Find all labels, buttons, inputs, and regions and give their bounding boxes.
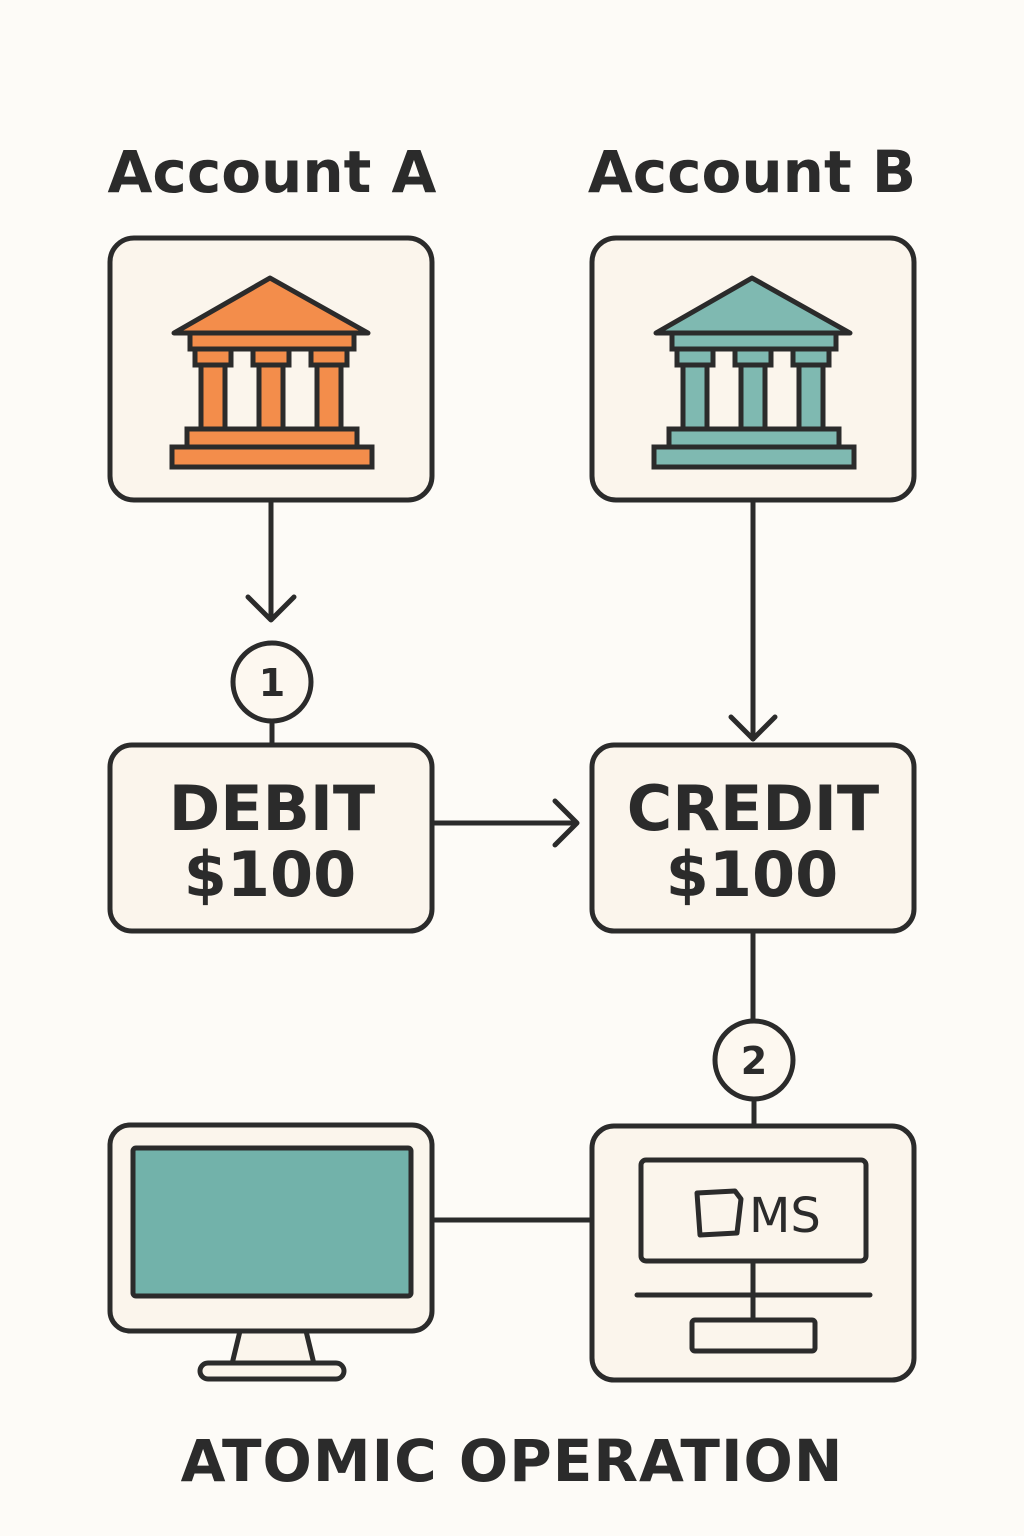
debit-node: DEBIT $100	[107, 742, 435, 934]
step-2-badge: 2	[712, 1018, 796, 1102]
debit-label: DEBIT	[169, 772, 375, 845]
step-1-badge: 1	[230, 640, 314, 724]
account-a-title: Account A	[108, 138, 437, 206]
bank-icon	[651, 275, 857, 470]
account-b-node	[589, 235, 917, 503]
step-2-label: 2	[741, 1039, 767, 1083]
account-a-to-step-1-arrow	[245, 497, 297, 623]
monitor-screen	[130, 1145, 414, 1299]
server-terminal-icon: MS	[589, 1123, 917, 1383]
account-a-node	[107, 235, 435, 503]
credit-amount: $100	[666, 838, 839, 911]
bank-icon	[169, 275, 375, 470]
account-b-title: Account B	[588, 138, 916, 206]
atomic-operation-label: ATOMIC OPERATION	[181, 1427, 844, 1495]
document-mark-icon	[694, 1188, 744, 1238]
debit-to-credit-arrow	[429, 798, 580, 848]
monitor-icon	[107, 1122, 435, 1382]
debit-amount: $100	[184, 838, 357, 911]
step-1-label: 1	[259, 661, 285, 705]
credit-label: CREDIT	[627, 772, 879, 845]
dms-label: MS	[749, 1188, 821, 1244]
credit-node: CREDIT $100	[589, 742, 917, 934]
account-b-to-credit-arrow	[728, 497, 778, 742]
